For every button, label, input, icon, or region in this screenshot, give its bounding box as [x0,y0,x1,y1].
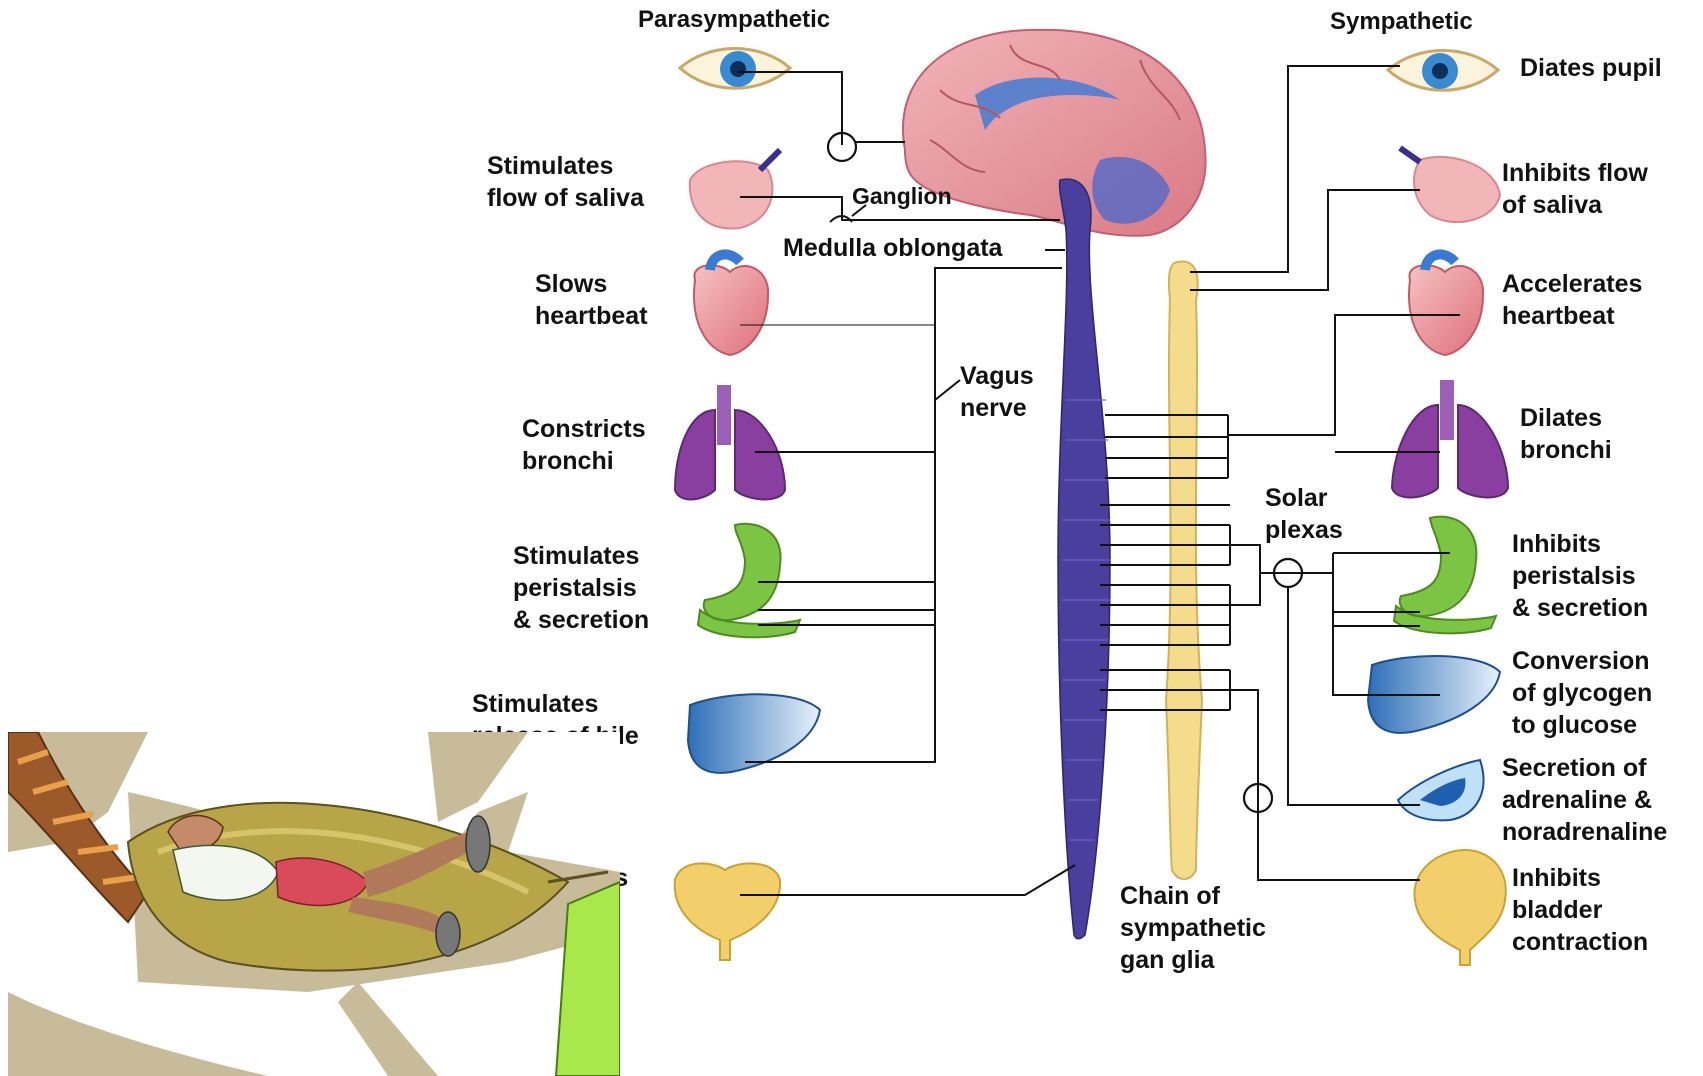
right-stomach-illustration [1394,517,1496,634]
label-inhibits-peristalsis: Inhibits peristalsis & secretion [1512,528,1648,624]
left-stomach-illustration [698,524,800,638]
label-solar-plexus: Solar plexas [1265,482,1343,546]
right-salivary-gland [1414,157,1500,222]
label-vagus-nerve: Vagus nerve [960,360,1034,424]
label-accelerates-heartbeat: Accelerates heartbeat [1502,268,1642,332]
right-eye-illustration [1388,51,1498,91]
label-constricts-bronchi: Constricts bronchi [522,413,646,477]
label-adrenaline-secretion: Secretion of adrenaline & noradrenaline [1502,752,1667,848]
label-stimulates-saliva: Stimulates flow of saliva [487,150,644,214]
spinal-cord [1058,179,1110,939]
right-bladder-illustration [1414,850,1505,965]
label-slows-heartbeat: Slows heartbeat [535,268,648,332]
label-ganglion: Ganglion [852,180,952,212]
label-sympathetic-chain: Chain of sympathetic gan glia [1120,880,1266,976]
label-stimulates-peristalsis: Stimulates peristalsis & secretion [513,540,649,636]
label-dilates-bronchi: Dilates bronchi [1520,402,1612,466]
left-salivary-gland [690,161,773,228]
label-inhibits-saliva: Inhibits flow of saliva [1502,157,1648,221]
left-bladder-illustration [675,863,780,960]
sympathetic-heading: Sympathetic [1330,6,1473,38]
hammock-inset-image [8,732,620,1076]
left-lungs-illustration [675,385,785,499]
left-eye-illustration [680,49,790,89]
label-dilates-pupil: Diates pupil [1520,52,1662,84]
parasympathetic-heading: Parasympathetic [638,4,830,36]
right-heart-illustration [1409,254,1483,355]
right-lungs-illustration [1392,380,1508,497]
sympathetic-chain [1166,262,1202,879]
label-inhibits-bladder: Inhibits bladder contraction [1512,862,1648,958]
label-medulla-oblongata: Medulla oblongata [783,232,1002,264]
label-glycogen-conversion: Conversion of glycogen to glucose [1512,645,1652,741]
hammock-illustration [8,732,620,1076]
left-heart-illustration [694,254,768,355]
